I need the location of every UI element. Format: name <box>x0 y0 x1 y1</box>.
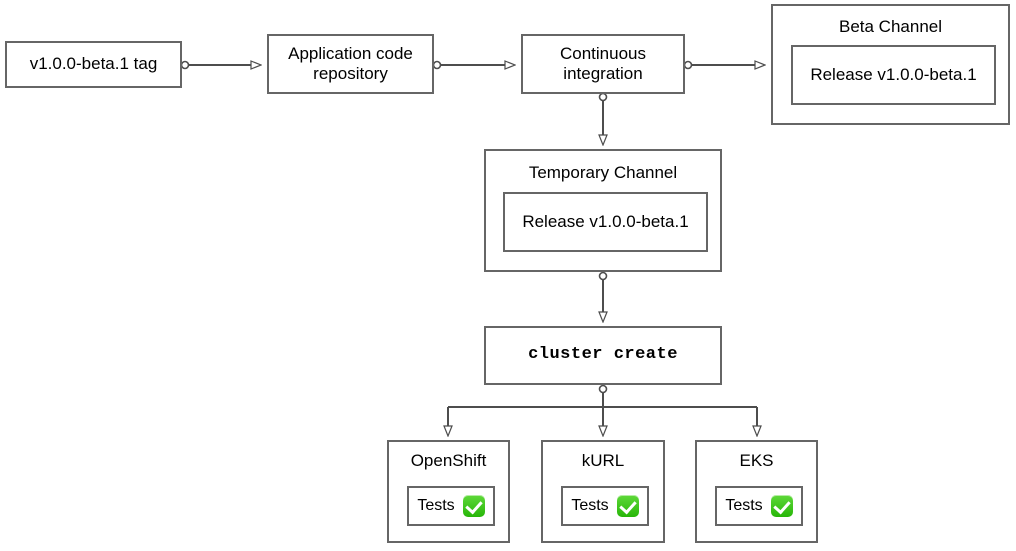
node-continuous-integration[interactable]: Continuous integration <box>521 34 685 94</box>
group-title: Temporary Channel <box>528 163 678 182</box>
node-label: v1.0.0-beta.1 tag <box>29 54 158 74</box>
group-title: OpenShift <box>410 451 487 470</box>
check-mark-button-icon <box>462 495 485 517</box>
tests-label: Tests <box>725 497 763 514</box>
edge-source-dot <box>598 271 608 281</box>
eks-tests-status[interactable]: Tests <box>715 486 803 526</box>
check-mark-button-icon <box>616 495 639 517</box>
openshift-tests-status[interactable]: Tests <box>407 486 495 526</box>
group-title: EKS <box>739 451 774 470</box>
group-title: Beta Channel <box>838 17 943 36</box>
kurl-tests-status[interactable]: Tests <box>561 486 649 526</box>
temporary-channel-release[interactable]: Release v1.0.0-beta.1 <box>503 192 708 252</box>
group-beta-channel[interactable]: Beta Channel Release v1.0.0-beta.1 <box>771 4 1010 125</box>
tests-label: Tests <box>417 497 455 514</box>
release-label: Release v1.0.0-beta.1 <box>522 212 689 231</box>
beta-channel-release[interactable]: Release v1.0.0-beta.1 <box>791 45 996 105</box>
edge-source-dot <box>598 384 608 394</box>
edge-source-dot <box>432 60 442 70</box>
release-label: Release v1.0.0-beta.1 <box>810 65 977 84</box>
edge-source-dot <box>598 92 608 102</box>
group-target-eks[interactable]: EKS Tests <box>695 440 818 543</box>
group-target-kurl[interactable]: kURL Tests <box>541 440 665 543</box>
group-temporary-channel[interactable]: Temporary Channel Release v1.0.0-beta.1 <box>484 149 722 272</box>
node-version-tag[interactable]: v1.0.0-beta.1 tag <box>5 41 182 88</box>
group-target-openshift[interactable]: OpenShift Tests <box>387 440 510 543</box>
node-label: cluster create <box>528 345 678 365</box>
node-application-code-repository[interactable]: Application code repository <box>267 34 434 94</box>
node-label: Continuous integration <box>559 43 646 83</box>
check-mark-button-icon <box>770 495 793 517</box>
node-label: Application code repository <box>288 43 413 83</box>
edge-source-dot <box>683 60 693 70</box>
node-cluster-create[interactable]: cluster create <box>484 326 722 385</box>
edge-source-dot <box>180 60 190 70</box>
group-title: kURL <box>581 451 625 470</box>
tests-label: Tests <box>571 497 609 514</box>
